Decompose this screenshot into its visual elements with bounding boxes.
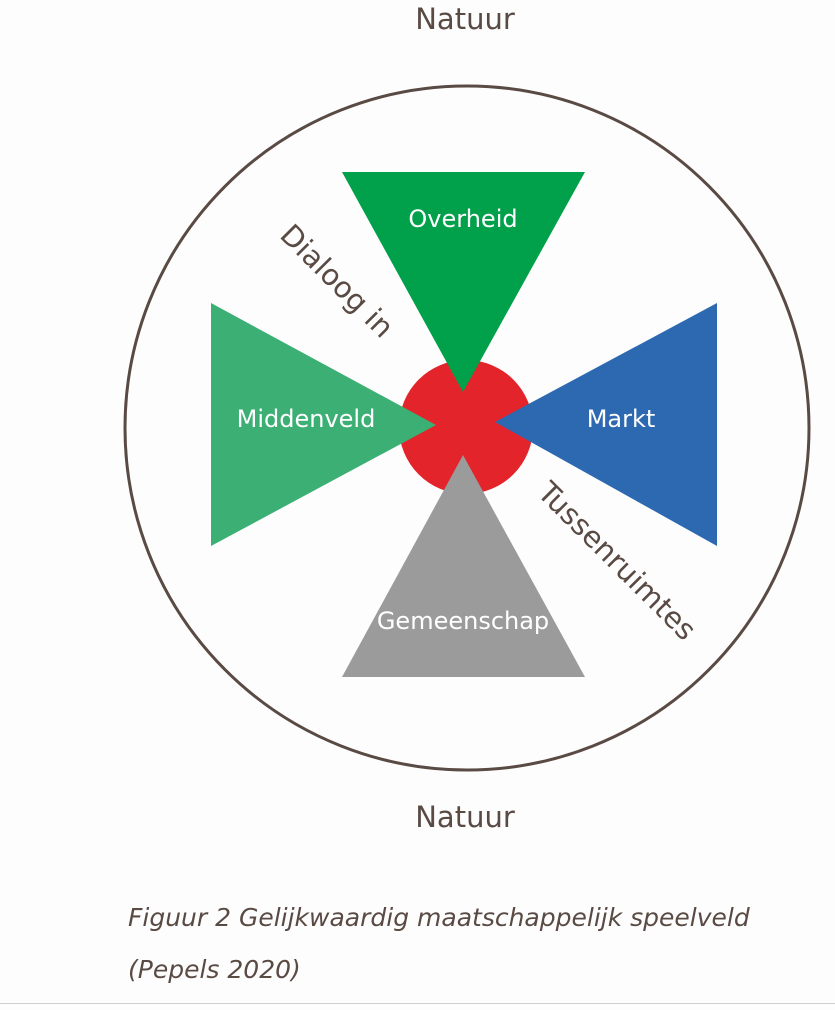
outer-circle <box>123 84 811 772</box>
figure-caption-source: (Pepels 2020) <box>128 955 301 984</box>
natuur-bottom-label: Natuur <box>415 800 515 834</box>
figure-caption: Figuur 2 Gelijkwaardig maatschappelijk s… <box>128 903 750 932</box>
overheid-triangle <box>342 172 585 392</box>
gemeenschap-label: Gemeenschap <box>377 607 549 635</box>
natuur-top-label: Natuur <box>415 2 515 36</box>
gemeenschap-triangle <box>342 455 585 677</box>
middenveld-triangle <box>211 303 436 546</box>
divider <box>0 1003 835 1004</box>
markt-triangle <box>495 303 717 546</box>
markt-label: Markt <box>587 405 656 433</box>
middenveld-label: Middenveld <box>237 405 376 433</box>
overheid-label: Overheid <box>408 205 517 233</box>
center-disc <box>399 360 533 494</box>
